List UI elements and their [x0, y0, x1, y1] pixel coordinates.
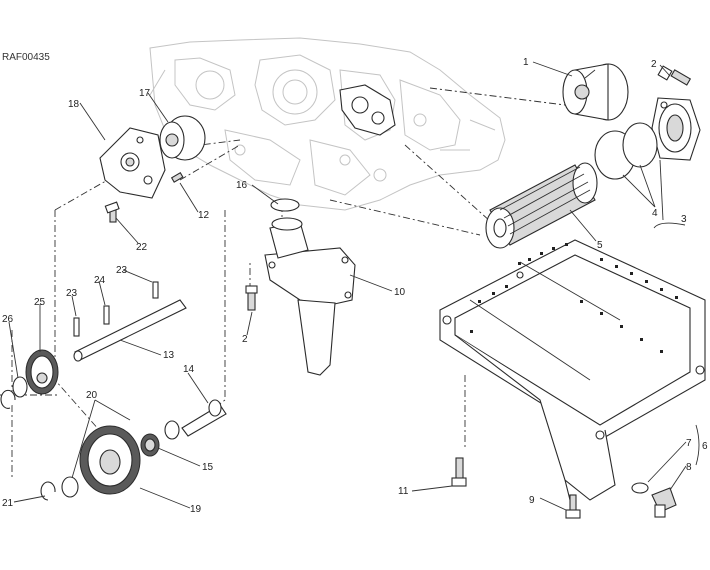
callout-leaders — [8, 61, 700, 511]
part-19-large-gear — [79, 425, 141, 495]
part-12-dowel-pin — [170, 172, 184, 183]
part-22-screw — [104, 201, 120, 223]
callout-8: 8 — [686, 462, 692, 473]
part-5-oil-filter — [485, 162, 598, 249]
part-8-drain-plug — [651, 487, 677, 518]
crankcase-ghost-outline — [149, 37, 506, 211]
callout-24: 24 — [94, 275, 106, 286]
callout-6: 6 — [702, 441, 708, 452]
part-3-valve-cover — [651, 97, 701, 161]
callout-12: 12 — [198, 210, 210, 221]
part-2-bolt-top — [657, 65, 692, 86]
callout-2-lower: 2 — [242, 334, 248, 345]
part-10-oil-pickup — [264, 217, 356, 376]
part-11-sump-bolt — [451, 457, 467, 487]
callout-5: 5 — [597, 240, 603, 251]
callout-1: 1 — [523, 57, 529, 68]
callout-4: 4 — [652, 208, 658, 219]
callout-2-top: 2 — [651, 59, 657, 70]
callout-3: 3 — [681, 214, 687, 225]
part-9-sump-screw — [565, 494, 581, 519]
part-13-shaft — [73, 299, 187, 362]
callout-labels: 1 2 3 4 5 6 7 8 9 10 11 12 13 14 15 16 1… — [2, 57, 708, 515]
oil-sump-pan — [439, 239, 706, 501]
callout-22: 22 — [136, 242, 148, 253]
callout-15: 15 — [202, 462, 214, 473]
part-16-o-ring — [270, 198, 300, 212]
parts-23-24-pins — [73, 281, 159, 337]
callout-14: 14 — [183, 364, 195, 375]
callout-17: 17 — [139, 88, 151, 99]
callout-9: 9 — [529, 495, 535, 506]
part-21-circlips — [0, 389, 56, 501]
part-25-gear — [25, 349, 59, 395]
part-2-screw-lower — [245, 285, 258, 311]
callout-21: 21 — [2, 498, 14, 509]
part-14-pin-shaft — [181, 399, 227, 437]
part-18-pump-cover — [99, 127, 166, 199]
callout-25: 25 — [34, 297, 46, 308]
callout-10: 10 — [394, 287, 406, 298]
callout-20: 20 — [86, 390, 98, 401]
callout-16: 16 — [236, 180, 248, 191]
part-26-washer — [12, 376, 28, 398]
callout-11: 11 — [398, 486, 409, 497]
callout-13: 13 — [163, 350, 175, 361]
crankcase-filter-flange — [339, 84, 396, 136]
part-4-o-rings — [594, 122, 658, 180]
part-20-washers — [61, 420, 180, 498]
part-1-filter-cap — [562, 63, 629, 121]
callout-26: 26 — [2, 314, 14, 325]
callout-23-right: 23 — [116, 265, 128, 276]
callout-19: 19 — [190, 504, 202, 515]
part-15-bearing — [140, 433, 160, 457]
callout-7: 7 — [686, 438, 692, 449]
part-7-washer — [631, 482, 649, 494]
reference-code: RAF00435 — [2, 52, 50, 63]
callout-18: 18 — [68, 99, 80, 110]
callout-23-left: 23 — [66, 288, 78, 299]
part-17-pump-rotor — [159, 115, 206, 161]
